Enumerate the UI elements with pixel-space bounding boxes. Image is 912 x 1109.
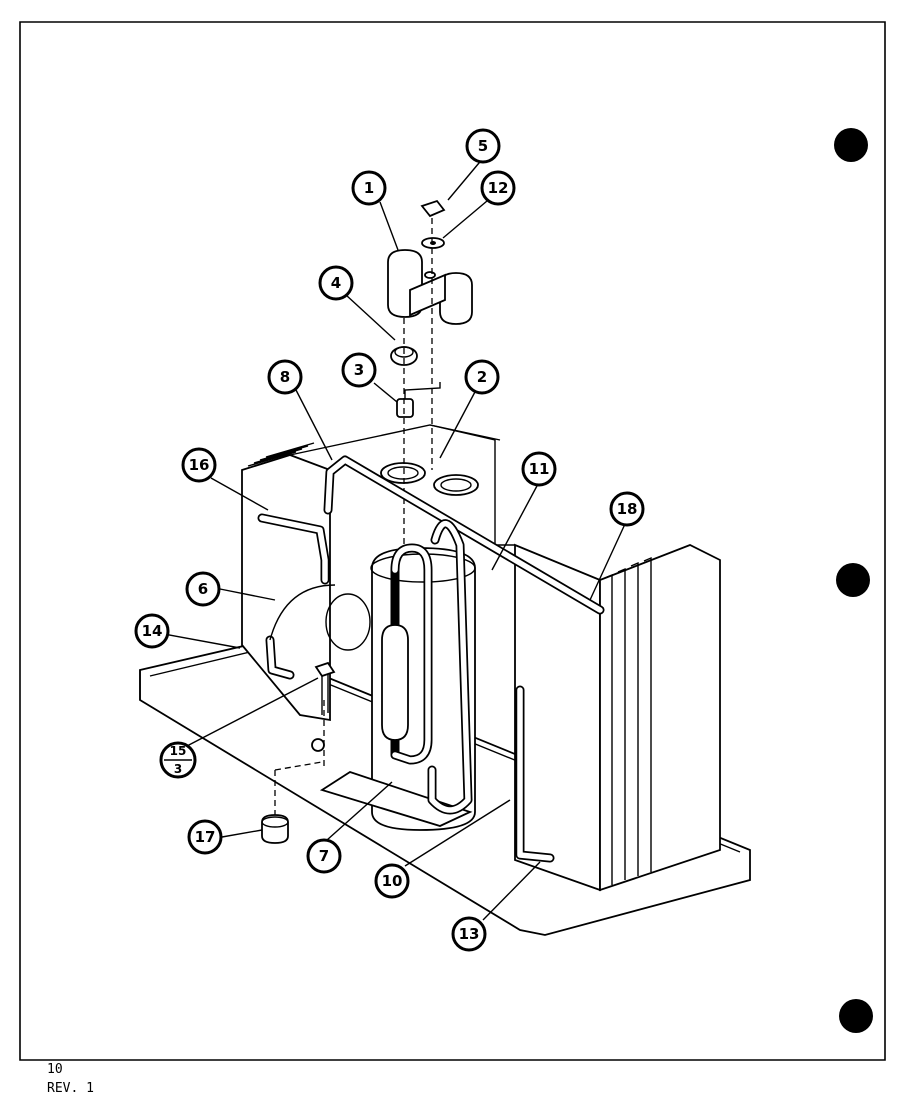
callout-4: 4 <box>318 265 354 301</box>
callout-8: 8 <box>267 359 303 395</box>
callout-8-label: 8 <box>280 368 290 386</box>
callout-12-label: 12 <box>488 179 509 197</box>
callout-10-label: 10 <box>382 872 403 890</box>
page-number: 10 <box>47 1062 63 1077</box>
callout-1-label: 1 <box>364 179 374 197</box>
callout-13: 13 <box>451 916 487 952</box>
callout-18: 18 <box>609 491 645 527</box>
overload-protector <box>396 382 441 418</box>
capacitor <box>387 249 473 325</box>
callout-6: 6 <box>185 571 221 607</box>
callout-13-label: 13 <box>459 925 480 943</box>
callout-5-label: 5 <box>478 137 488 155</box>
callout-12: 12 <box>480 170 516 206</box>
mounting-grommet <box>261 814 289 844</box>
callout-4-label: 4 <box>331 274 341 292</box>
callout-3b-label: 3 <box>174 762 182 776</box>
binder-hole-top <box>834 128 868 162</box>
filter-drier <box>381 624 409 741</box>
nut-and-washer <box>420 199 446 249</box>
mounting-bolt <box>314 661 336 715</box>
callout-1: 1 <box>351 170 387 206</box>
callout-17-label: 17 <box>195 828 216 846</box>
callout-17: 17 <box>187 819 223 855</box>
callout-7: 7 <box>306 838 342 874</box>
callout-15-label: 15 <box>170 744 187 758</box>
callout-2: 2 <box>464 359 500 395</box>
callout-5: 5 <box>465 128 501 164</box>
refrigerant-tubing <box>257 455 605 863</box>
callout-16-label: 16 <box>189 456 210 474</box>
revision-label: REV. 1 <box>47 1081 94 1096</box>
callout-10: 10 <box>374 863 410 899</box>
callout-3: 3 <box>341 352 377 388</box>
alignment-lines <box>274 218 433 815</box>
callout-3-label: 3 <box>354 361 364 379</box>
callout-6-label: 6 <box>198 580 208 598</box>
gaskets <box>380 462 479 496</box>
callout-7-label: 7 <box>319 847 329 865</box>
binder-hole-bottom <box>839 999 873 1033</box>
callout-15-3: 15 3 <box>159 741 197 779</box>
page-border <box>19 21 886 1061</box>
callout-14-label: 14 <box>142 622 163 640</box>
callout-14: 14 <box>134 613 170 649</box>
leader-lines <box>152 156 626 921</box>
callout-16: 16 <box>181 447 217 483</box>
callout-18-label: 18 <box>617 500 638 518</box>
binder-hole-middle <box>836 563 870 597</box>
callout-11-label: 11 <box>529 460 550 478</box>
callout-2-label: 2 <box>477 368 487 386</box>
callout-11: 11 <box>521 451 557 487</box>
grommet <box>390 346 418 366</box>
capillary-loop <box>269 584 371 651</box>
condenser-coil <box>429 424 721 892</box>
